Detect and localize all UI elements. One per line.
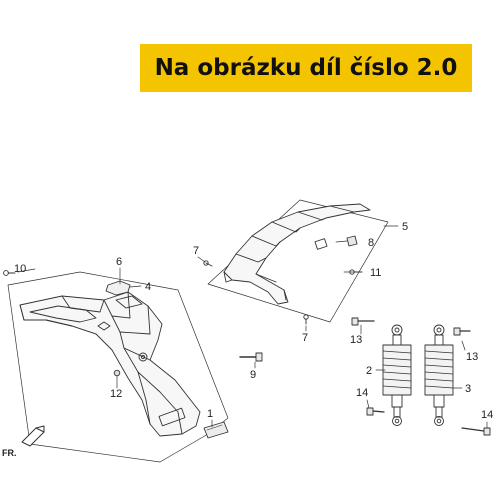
callout-10: 10	[14, 263, 26, 275]
callout-2: 2	[366, 365, 372, 377]
callout-13-left: 13	[350, 334, 362, 346]
shock-absorber-part-2	[382, 324, 412, 426]
part-number-banner: Na obrázku díl číslo 2.0	[140, 44, 472, 92]
callout-9: 9	[250, 369, 256, 381]
callout-7-lower: 7	[302, 332, 308, 344]
front-direction-label: FR.	[2, 448, 17, 458]
nut-part-12	[113, 369, 121, 377]
callout-7-upper: 7	[193, 245, 199, 257]
callout-11: 11	[370, 267, 381, 279]
callout-1: 1	[207, 408, 213, 420]
screw-part-10	[3, 270, 16, 276]
callout-13-right: 13	[466, 351, 478, 363]
clip-part-8	[346, 235, 358, 247]
callout-6: 6	[116, 256, 122, 268]
bolt-part-9	[239, 352, 263, 362]
reflector-part-1	[203, 421, 229, 439]
front-direction-arrow-icon	[21, 425, 45, 447]
callout-5: 5	[402, 221, 408, 233]
rear-fender-part	[19, 291, 201, 437]
bolt-part-13-left	[351, 317, 375, 326]
callout-4: 4	[145, 281, 151, 293]
callout-14-left: 14	[356, 387, 368, 399]
screw-part-7-upper	[203, 260, 213, 267]
callout-14-right: 14	[481, 409, 493, 421]
leader-lines	[17, 225, 488, 429]
bolt-part-13-right	[453, 327, 471, 336]
shock-absorber-part-3	[424, 324, 454, 426]
callout-3: 3	[465, 383, 471, 395]
screw-part-7-lower	[303, 314, 309, 325]
callout-12: 12	[110, 388, 122, 400]
bolt-part-14-right	[461, 427, 491, 436]
inner-fender-part	[223, 203, 371, 305]
callout-8: 8	[368, 237, 374, 249]
banner-text: Na obrázku díl číslo 2.0	[154, 55, 458, 81]
bolt-part-14-left	[366, 407, 385, 416]
